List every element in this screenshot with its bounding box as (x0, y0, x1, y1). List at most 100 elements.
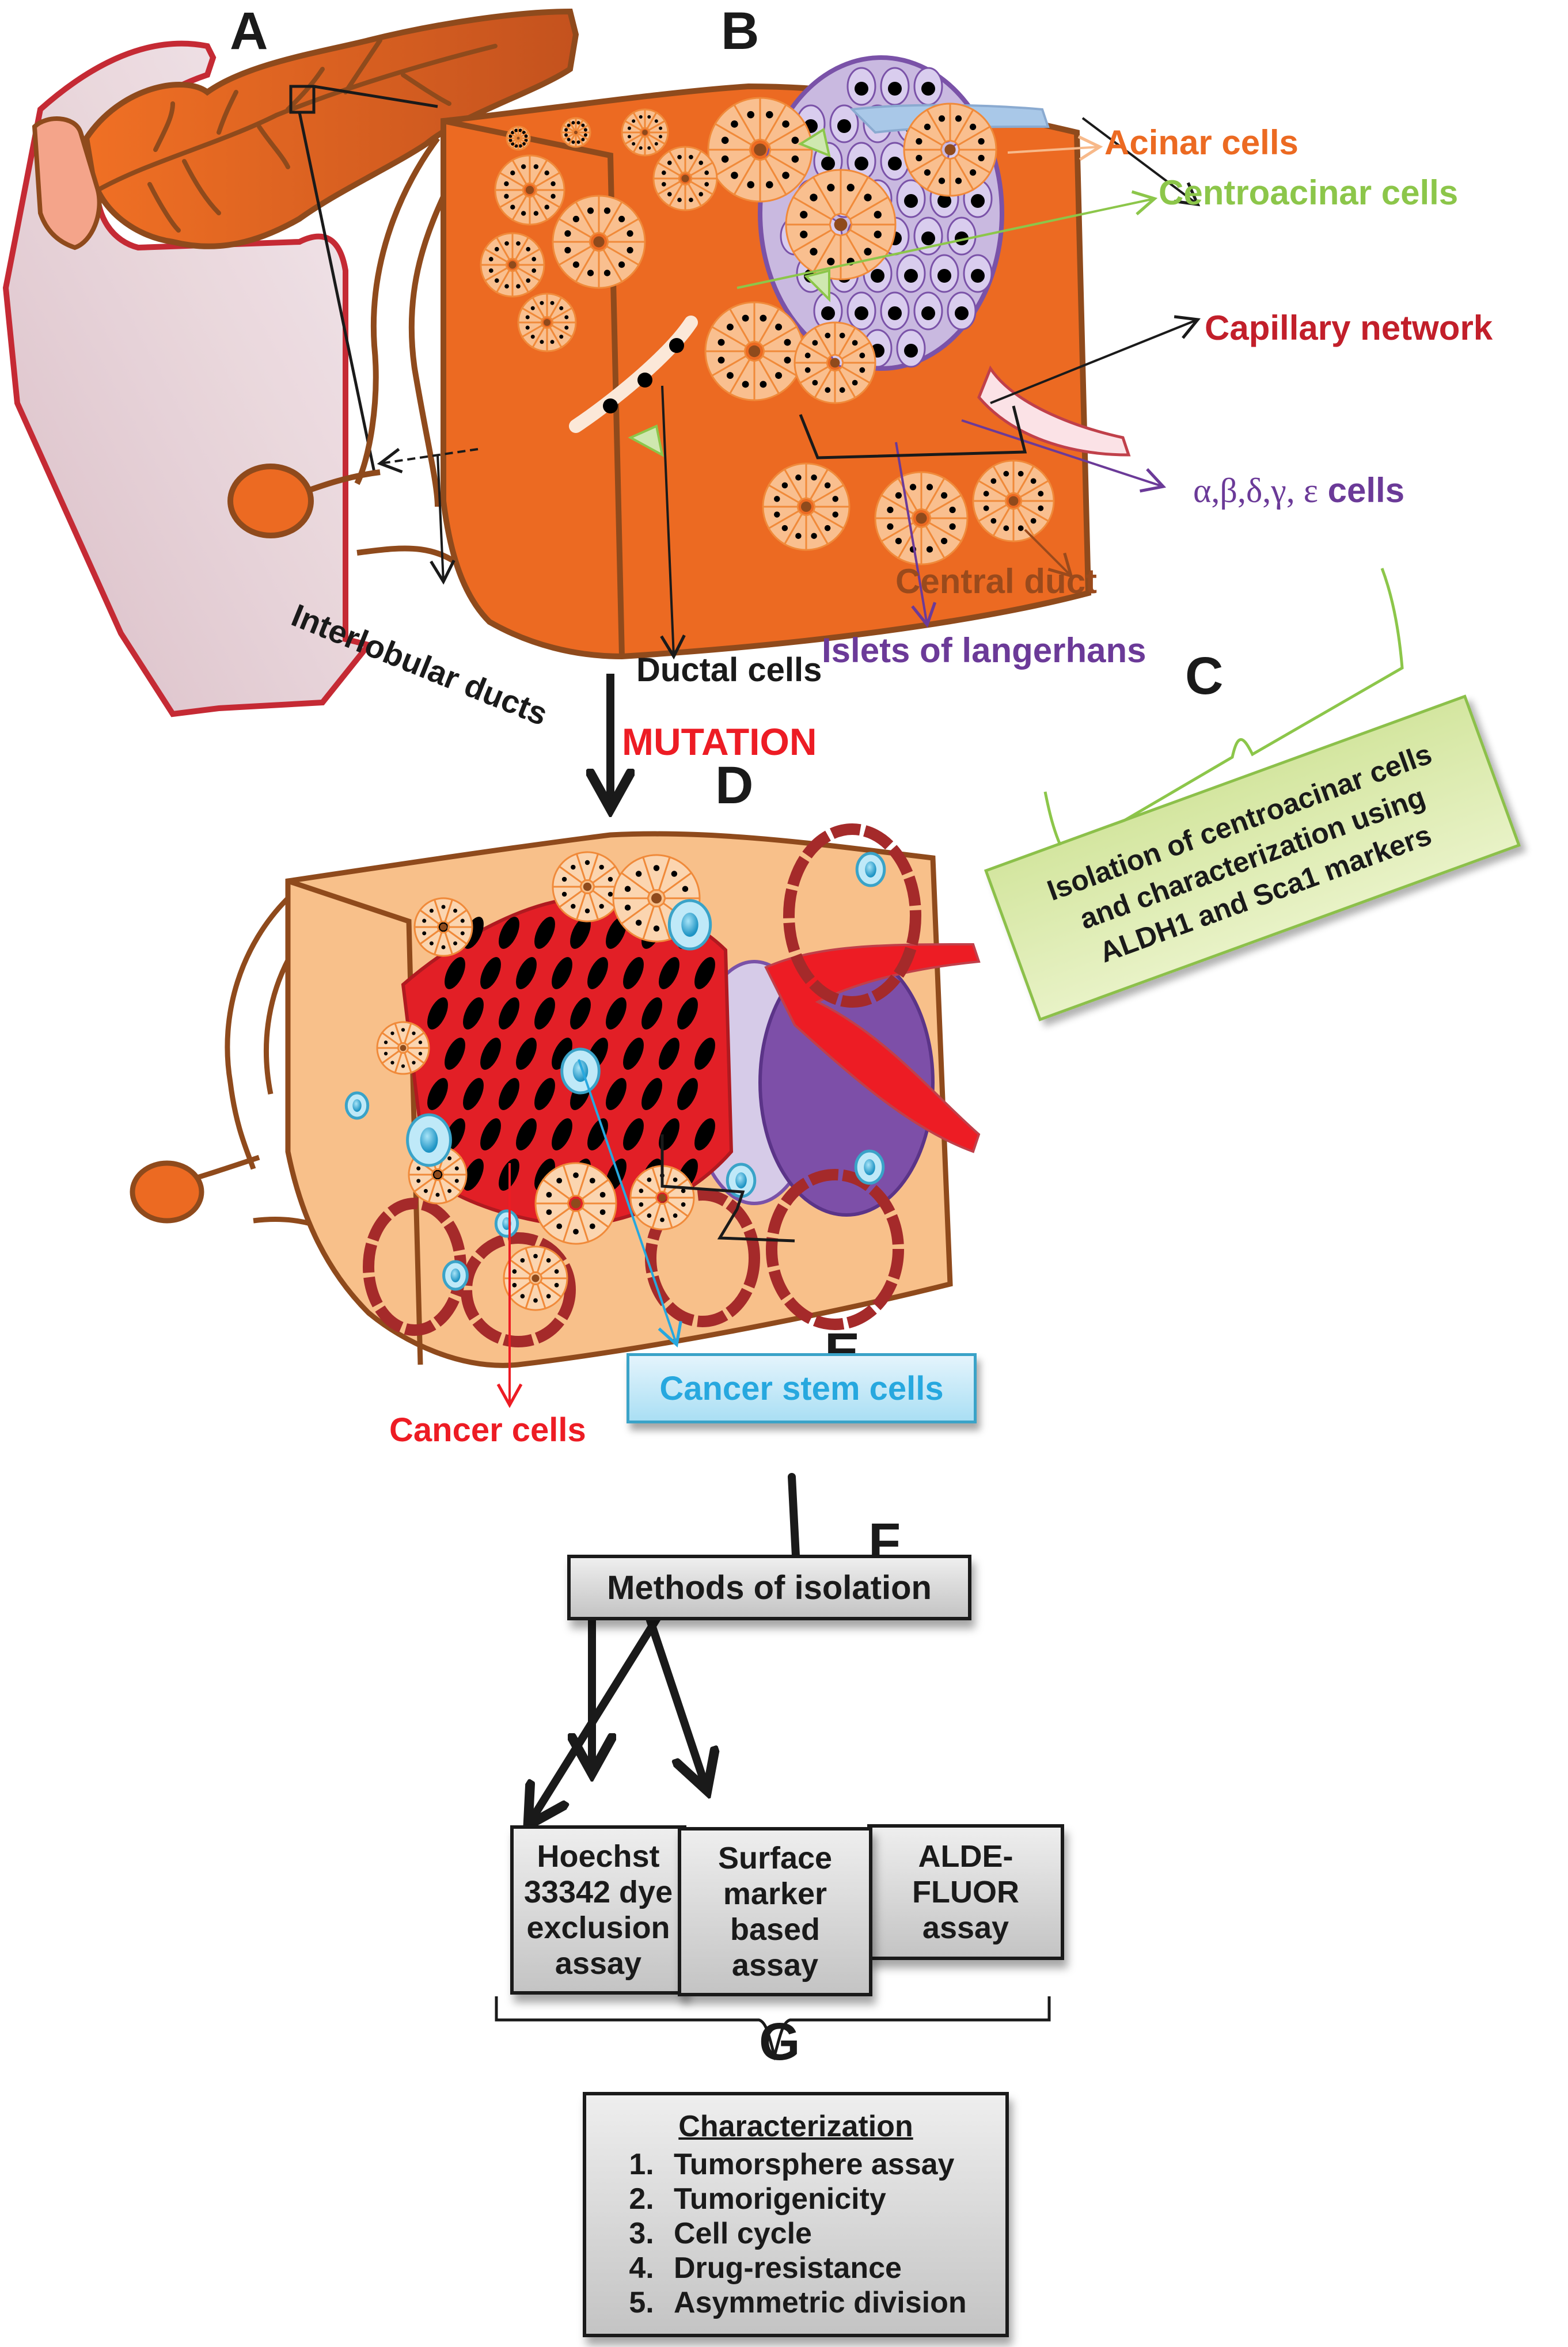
acinar-cell (550, 306, 577, 324)
nucleus (504, 284, 509, 289)
lumen (1008, 496, 1019, 506)
lumen (830, 358, 840, 368)
nucleus (747, 181, 754, 189)
nucleus (721, 155, 729, 163)
nucleus (584, 908, 590, 914)
nucleus (859, 352, 865, 359)
nucleus (632, 119, 636, 123)
nucleus (827, 184, 835, 192)
nucleus (504, 241, 509, 246)
nucleus (810, 248, 818, 256)
nucleus (401, 1064, 405, 1068)
capillary-ring (645, 1189, 760, 1327)
acinar-cell (447, 909, 473, 928)
nucleus (576, 140, 580, 144)
nucleus (698, 160, 704, 165)
methods-title: Methods of isolation (607, 1569, 932, 1607)
nucleus (422, 918, 427, 923)
nucleus (784, 356, 791, 364)
acinus (376, 1021, 430, 1075)
nucleus (661, 170, 666, 175)
lumen (544, 319, 550, 326)
nucleus (859, 367, 865, 373)
nucleus (589, 1223, 595, 1229)
panel-label-c: C (1185, 647, 1224, 705)
nucleus (832, 511, 838, 518)
nucleus (521, 211, 526, 216)
nucleus (488, 257, 493, 261)
nucleus (955, 231, 969, 245)
nucleus (661, 182, 666, 187)
nucleus (782, 120, 789, 128)
lumen (508, 261, 517, 269)
nucleus (571, 903, 576, 909)
nucleus (460, 931, 465, 936)
lumen (944, 144, 956, 155)
nucleus (654, 119, 658, 123)
capillary-ring (461, 1232, 576, 1347)
cancer-nucleus (641, 997, 662, 1030)
pancreas-head (83, 8, 579, 249)
stem-cell-nucleus (352, 1099, 362, 1112)
characterization-item: 3.Cell cycle (609, 2216, 812, 2251)
nucleus (546, 1191, 552, 1198)
nucleus (800, 230, 808, 238)
nucleus (521, 164, 526, 169)
lumen (531, 1274, 540, 1282)
nucleus (667, 160, 672, 165)
nucleus (583, 128, 587, 132)
nucleus (441, 945, 446, 950)
nucleus (546, 1209, 552, 1216)
cancer-nucleus (659, 957, 679, 989)
nucleus (721, 136, 729, 144)
nucleus (781, 482, 788, 489)
stem-cell-nucleus (735, 1172, 747, 1188)
nucleus (895, 492, 902, 499)
nucleus (673, 1178, 678, 1182)
nucleus (447, 1156, 452, 1161)
nucleus (874, 230, 882, 238)
acinar-cell (849, 196, 897, 226)
label-ductal-cells: Ductal cells (636, 651, 822, 689)
nucleus (677, 198, 682, 203)
nucleus (760, 381, 767, 388)
stem-cell-nucleus (450, 1269, 461, 1282)
cancer-nucleus (463, 1078, 484, 1110)
nucleus (627, 246, 633, 254)
methods-of-isolation-box: Methods of isolation (567, 1555, 971, 1620)
nucleus (855, 157, 868, 170)
method-line: assay (555, 1946, 642, 1981)
nucleus (530, 306, 535, 310)
nucleus (564, 325, 569, 330)
cancer-nucleus (534, 1078, 555, 1110)
nucleus (533, 164, 539, 169)
nucleus (522, 142, 526, 146)
nucleus (572, 261, 580, 268)
stem-cell-nucleus (420, 1127, 438, 1153)
method-hoechst-box: Hoechst 33342 dye exclusion assay (510, 1825, 686, 1995)
nucleus (546, 1258, 551, 1263)
nucleus (508, 134, 512, 138)
nucleus (940, 537, 948, 545)
nucleus (677, 154, 682, 159)
nucleus (429, 941, 434, 945)
nucleus (599, 864, 604, 870)
nucleus (698, 192, 704, 197)
panel-d-arrows (496, 1059, 795, 1408)
nucleus (978, 138, 985, 145)
nucleus (1038, 491, 1044, 497)
nucleus (512, 1283, 517, 1288)
nucleus (639, 146, 643, 150)
label-central-duct: Central duct (895, 562, 1098, 601)
nucleus (955, 306, 969, 320)
nucleus (589, 1178, 595, 1184)
stem-cell-nucleus (681, 913, 698, 937)
acinus (480, 232, 545, 298)
acinus (794, 321, 876, 404)
nucleus (1038, 505, 1044, 511)
acinar-cell (648, 119, 669, 134)
method-line: FLUOR (912, 1875, 1019, 1909)
nucleus (510, 204, 515, 210)
panel-label-g: G (759, 2012, 800, 2071)
nucleus (627, 230, 633, 237)
